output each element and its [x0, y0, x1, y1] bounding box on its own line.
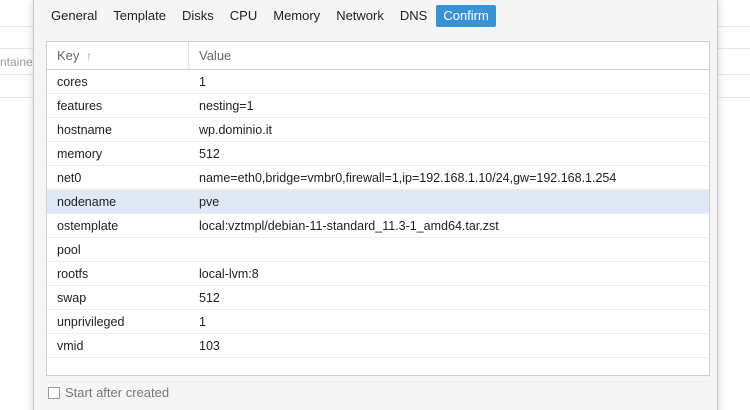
row-key-cell: net0: [57, 171, 82, 185]
column-header-value[interactable]: Value: [199, 48, 232, 63]
table-row[interactable]: unprivileged 1: [47, 310, 709, 334]
row-key-cell: pool: [57, 243, 81, 257]
table-row[interactable]: rootfs local-lvm:8: [47, 262, 709, 286]
row-value-cell: nesting=1: [199, 99, 254, 113]
create-container-dialog: General Template Disks CPU Memory Networ…: [33, 0, 718, 410]
start-after-created-option[interactable]: Start after created: [48, 385, 169, 400]
row-value-cell: 512: [199, 147, 220, 161]
row-key-cell: features: [57, 99, 103, 113]
table-row[interactable]: net0 name=eth0,bridge=vmbr0,firewall=1,ip…: [47, 166, 709, 190]
row-value-cell: [189, 238, 709, 261]
row-value-cell: 1: [199, 75, 206, 89]
tab-memory[interactable]: Memory: [273, 8, 321, 23]
table-row[interactable]: features nesting=1: [47, 94, 709, 118]
row-value-cell: local-lvm:8: [199, 267, 259, 281]
grid-body: cores 1 features nesting=1 hostname wp.domini…: [47, 70, 709, 382]
row-key-cell: nodename: [57, 195, 117, 209]
table-row[interactable]: ostemplate local:vztmpl/debian-11-standar…: [47, 214, 709, 238]
table-row[interactable]: hostname wp.dominio.it: [47, 118, 709, 142]
row-value-cell: name=eth0,bridge=vmbr0,firewall=1,ip=192…: [199, 171, 617, 185]
tab-dns[interactable]: DNS: [399, 8, 428, 23]
row-value-cell: pve: [199, 195, 220, 209]
tab-disks[interactable]: Disks: [182, 8, 214, 23]
table-row[interactable]: memory 512: [47, 142, 709, 166]
table-row-empty: [47, 358, 709, 382]
background-column-text: ntaine: [0, 55, 33, 69]
confirm-settings-grid: Key ↑ Value cores 1 features nesting=1 hostn…: [46, 41, 710, 382]
start-after-created-label[interactable]: Start after created: [65, 385, 170, 400]
wizard-tab-bar: General Template Disks CPU Memory Networ…: [34, 0, 717, 33]
row-value-cell: 1: [199, 315, 206, 329]
row-key-cell: swap: [57, 291, 87, 305]
start-after-created-checkbox[interactable]: [48, 386, 60, 399]
row-key-cell: hostname: [57, 123, 112, 137]
tab-network[interactable]: Network: [336, 8, 384, 23]
row-key-cell: unprivileged: [57, 315, 125, 329]
row-key-cell: rootfs: [57, 267, 89, 281]
sort-ascending-icon: ↑: [86, 49, 93, 63]
row-value-cell: local:vztmpl/debian-11-standard_11.3-1_a…: [199, 219, 499, 233]
tab-general[interactable]: General: [51, 8, 98, 23]
tab-cpu[interactable]: CPU: [229, 8, 258, 23]
grid-header: Key ↑ Value: [47, 42, 709, 70]
column-header-key[interactable]: Key ↑: [47, 42, 189, 70]
row-key-cell: vmid: [57, 339, 84, 353]
row-value-cell: 103: [199, 339, 220, 353]
table-row[interactable]: pool: [47, 238, 709, 262]
table-row[interactable]: vmid 103: [47, 334, 709, 358]
tab-confirm[interactable]: Confirm: [436, 5, 496, 27]
row-key-cell: ostemplate: [57, 219, 119, 233]
row-value-cell: 512: [199, 291, 220, 305]
column-header-key-label: Key: [57, 48, 80, 63]
table-row[interactable]: cores 1: [47, 70, 709, 94]
row-key-cell: memory: [57, 147, 103, 161]
tab-template[interactable]: Template: [113, 8, 166, 23]
table-row[interactable]: swap 512: [47, 286, 709, 310]
row-value-cell: wp.dominio.it: [199, 123, 272, 137]
table-row[interactable]: nodename pve: [47, 190, 709, 214]
row-key-cell: cores: [57, 75, 88, 89]
